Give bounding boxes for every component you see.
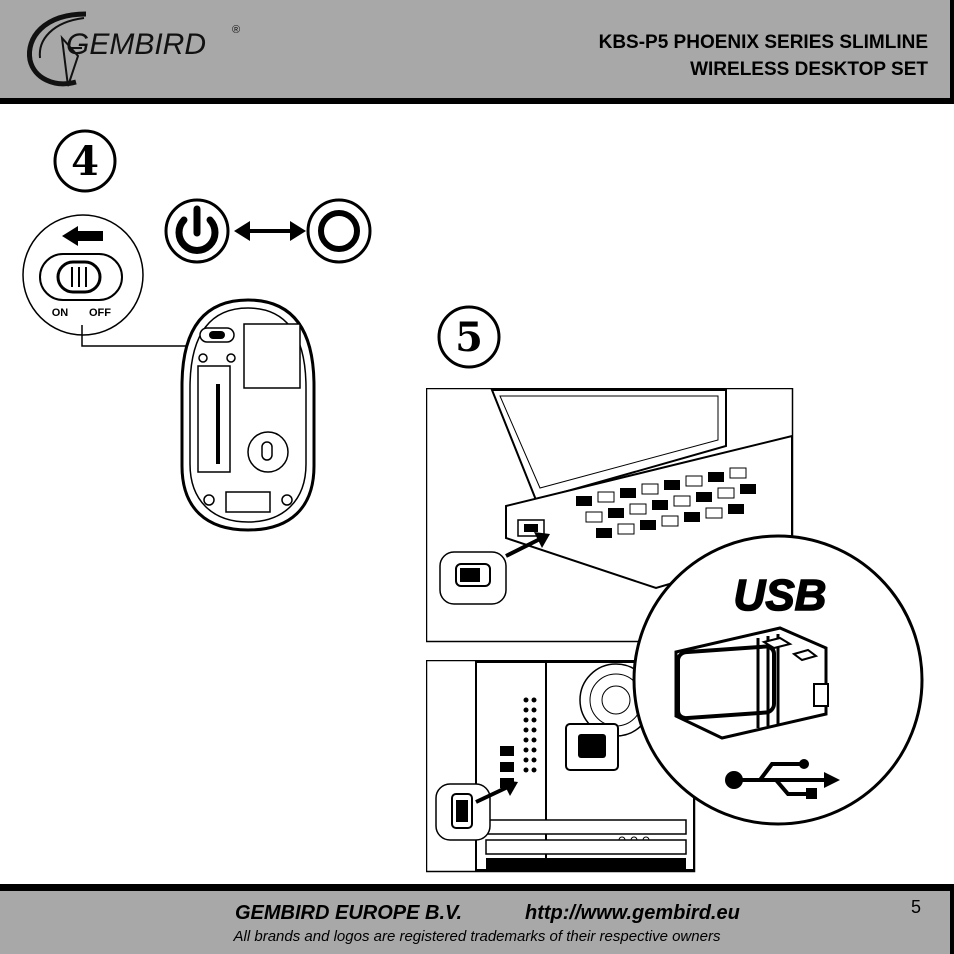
insert-arrow-tower-icon [475, 780, 518, 804]
footer-rule [0, 884, 954, 891]
power-toggle-diagram [164, 198, 372, 264]
title-line-2: WIRELESS DESKTOP SET [690, 59, 928, 80]
power-off-icon [306, 198, 372, 264]
document-title: KBS-P5 PHOENIX SERIES SLIMLINE WIRELESS … [599, 29, 928, 83]
usb-dongle-small-icon [455, 563, 491, 587]
usb-receiver-zoom-detail: USB [632, 534, 924, 826]
left-arrow-icon [62, 226, 103, 246]
mouse-underside-illustration [180, 298, 316, 532]
gembird-logo [24, 8, 254, 94]
keyboard-keys [576, 467, 756, 538]
page-header [0, 0, 954, 100]
slide-switch-icon [39, 253, 123, 301]
title-line-1: KBS-P5 PHOENIX SERIES SLIMLINE [598, 32, 928, 53]
logo-text: GEMBIRD [66, 28, 207, 61]
switch-zoom-detail: ON OFF [22, 214, 144, 336]
desktop-tower-usb-illustration [426, 660, 696, 873]
gembird-swoosh-icon [26, 11, 87, 87]
step-5-number: 5 [455, 314, 483, 361]
usb-nano-receiver-icon [674, 626, 829, 740]
page-footer [0, 885, 954, 954]
trademark-notice: All brands and logos are registered trad… [233, 928, 721, 945]
page-number: 5 [911, 897, 922, 917]
step-5-badge: 5 [437, 305, 501, 369]
step-4-badge: 4 [53, 129, 117, 193]
header-rule [0, 98, 954, 104]
usb-label: USB [734, 571, 827, 620]
logo-registered-mark: ® [232, 24, 241, 36]
usb-symbol-icon [725, 759, 840, 799]
power-on-icon [164, 198, 230, 264]
website-link[interactable]: http://www.gembird.eu [525, 902, 740, 924]
step-4-number: 4 [71, 138, 99, 185]
company-name: GEMBIRD EUROPE B.V. [235, 902, 463, 924]
switch-on-label: ON [52, 307, 69, 319]
usb-dongle-tower-icon [451, 793, 473, 829]
switch-off-label: OFF [89, 307, 111, 319]
double-arrow-icon [234, 221, 306, 241]
insert-arrow-icon [505, 532, 550, 558]
